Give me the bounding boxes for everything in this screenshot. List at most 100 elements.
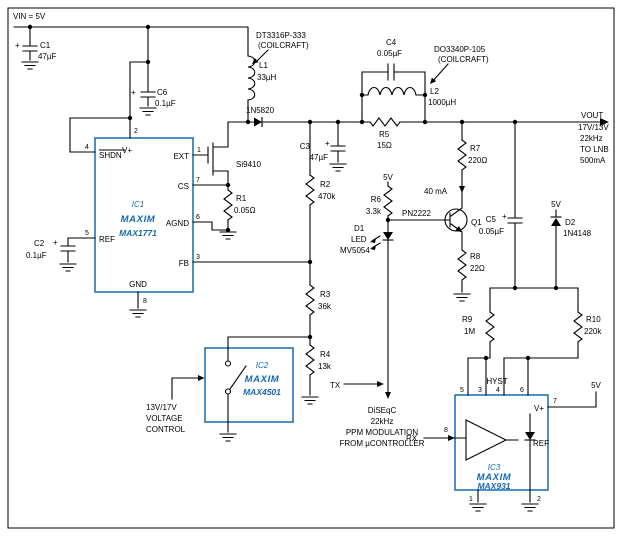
r8-value: 22Ω [470, 264, 485, 273]
c6-value: 0.1µF [155, 99, 176, 108]
ic1-num-vplus: 2 [134, 128, 138, 135]
resistor-r9-symbol [485, 311, 495, 343]
c2-plus: + [53, 238, 58, 247]
c5-plus: + [502, 212, 507, 221]
l1-ref: L1 [259, 61, 268, 70]
diode-1n5820-symbol [253, 116, 263, 128]
ic1-maxim-logo: MAXIM [121, 214, 156, 225]
c3-plus: + [325, 139, 330, 148]
ic1-pin-ref: REF [99, 235, 115, 244]
r6-supply-label: 5V [383, 173, 393, 182]
ic3-maxim-logo: MAXIM [477, 472, 512, 483]
labels: VIN = 5V + C1 47µF + C6 0.1µF DT3316P-33… [13, 12, 609, 503]
r3-value: 36k [318, 302, 332, 311]
tx-line-arrow [385, 392, 391, 399]
coilcraft2-callout-arrow [430, 77, 437, 84]
ic2-ref: IC2 [256, 361, 269, 370]
resistor-r4-symbol [305, 344, 315, 376]
ic2-switch-contact-top [224, 360, 232, 367]
rx-arrow [448, 435, 455, 441]
diseqc-line2: 22kHz [371, 417, 394, 426]
ic1-num-agnd: 6 [196, 214, 200, 221]
ic3-pin-vplus: V+ [534, 404, 544, 413]
c6-plus: + [131, 88, 136, 97]
ic1-part: MAX1771 [119, 228, 157, 238]
ic3-supply-label: 5V [591, 381, 601, 390]
r9-value: 1M [464, 327, 475, 336]
ic1-pin-agnd: AGND [166, 219, 189, 228]
ic2-part: MAX4501 [243, 387, 281, 397]
resistor-r3-symbol [305, 284, 315, 316]
d2-part: 1N4148 [563, 229, 592, 238]
q1-ref: Q1 [471, 218, 482, 227]
q1-emitter-arrow [455, 226, 462, 232]
r6-ref: R6 [371, 195, 382, 204]
d1-ref: D1 [354, 224, 365, 233]
vout-label: VOUT [581, 111, 603, 120]
ic2-switch-lever [229, 365, 247, 390]
c1-value: 47µF [38, 52, 57, 61]
ic2-maxim-logo: MAXIM [245, 374, 280, 385]
resistor-r6-symbol [383, 185, 393, 217]
d2-ref: D2 [565, 218, 576, 227]
ic1-num-ext: 1 [197, 147, 201, 154]
r9-ref: R9 [462, 315, 473, 324]
l2-ref: L2 [430, 87, 439, 96]
tx-arrow [377, 381, 384, 387]
diode-d2-symbol [550, 216, 562, 227]
q1-part: PN2222 [402, 209, 431, 218]
l1-value: 33µH [257, 73, 277, 82]
control-arrow [198, 375, 205, 381]
inductor-l1-symbol [247, 55, 256, 101]
ic2-box [204, 347, 294, 423]
led-emission-arrow-1 [370, 238, 376, 243]
l2-part: DO3340P-105 [434, 45, 486, 54]
ic1-pin-ext: EXT [173, 152, 189, 161]
r10-ref: R10 [586, 315, 601, 324]
ic1-box [94, 137, 194, 293]
c3-ref: C3 [300, 142, 311, 151]
diseqc-line4: FROM µCONTROLLER [339, 439, 424, 448]
vout-arrow [600, 118, 609, 126]
r1-ref: R1 [236, 194, 247, 203]
ic1-pin-gnd: GND [129, 280, 147, 289]
m1-part: Si9410 [236, 160, 261, 169]
vout-tone: 22kHz [580, 134, 603, 143]
diseqc-line1: DiSEqC [368, 406, 397, 415]
l2-value: 1000µH [428, 98, 456, 107]
r2-value: 470k [318, 192, 336, 201]
r10-value: 220k [584, 327, 602, 336]
ic2-switch-contact-bottom [224, 388, 232, 395]
c4-value: 0.05µF [377, 49, 402, 58]
d3-part: 1N5820 [246, 106, 275, 115]
ic1-num-cs: 7 [196, 177, 200, 184]
control-line1: 13V/17V [146, 403, 177, 412]
control-line2: VOLTAGE [146, 414, 183, 423]
resistor-r10-symbol [573, 311, 583, 343]
vout-current: 500mA [580, 156, 606, 165]
ic1-num-ref: 5 [85, 230, 89, 237]
capacitor-c5-symbol [507, 217, 523, 224]
capacitor-c1-symbol [22, 45, 38, 52]
ic1-num-shdn: 4 [85, 144, 89, 151]
d1-part: MV5054 [340, 246, 370, 255]
resistor-r8-symbol [457, 249, 467, 281]
resistor-r7-symbol [457, 139, 467, 171]
ic3-pin-hyst: HYST [486, 377, 507, 386]
d2-supply-label: 5V [551, 200, 561, 209]
r3-ref: R3 [320, 290, 331, 299]
c4-ref: C4 [386, 38, 397, 47]
r4-value: 13k [318, 362, 332, 371]
c6-ref: C6 [157, 88, 168, 97]
ic3-comparator-triangle [465, 419, 508, 461]
ic3-ref: IC3 [488, 463, 501, 472]
ic3-num-2: 2 [537, 496, 541, 503]
r1-value: 0.05Ω [234, 206, 256, 215]
r7-ref: R7 [470, 144, 481, 153]
junction-dots [27, 24, 559, 361]
c1-plus: + [15, 41, 20, 50]
arrowheads [198, 58, 609, 441]
l1-part: DT3316P-333 [256, 31, 306, 40]
ic3-num-6: 6 [520, 387, 524, 394]
